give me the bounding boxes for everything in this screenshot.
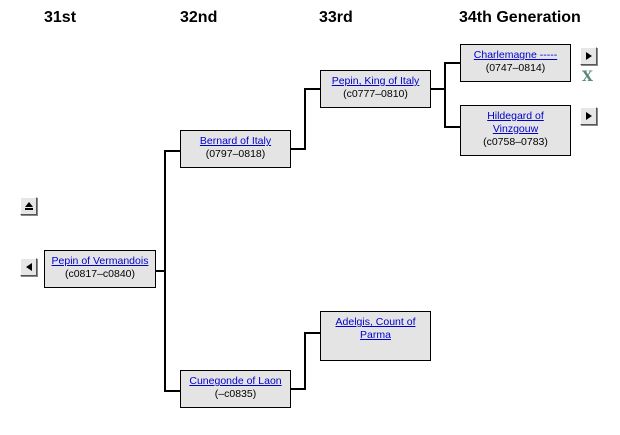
person-dates: (c0758–0783) (483, 136, 548, 148)
person-link-bernard-of-italy[interactable]: Bernard of Italy (199, 135, 272, 147)
connector-line (164, 150, 166, 392)
close-x-icon[interactable]: X (582, 69, 593, 85)
person-dates: (0797–0818) (205, 148, 266, 160)
person-box-bernard-of-italy: Bernard of Italy (0797–0818) (180, 130, 291, 168)
person-box-adelgis-count-of-parma: Adelgis, Count of Parma (320, 311, 431, 361)
connector-line (444, 62, 460, 64)
person-link-pepin-of-vermandois[interactable]: Pepin of Vermandois (51, 255, 149, 267)
person-dates: (0747–0814) (485, 62, 546, 74)
person-box-cunegonde-of-laon: Cunegonde of Laon (–c0835) (180, 370, 291, 408)
connector-line (164, 390, 180, 392)
person-link-pepin-king-of-italy[interactable]: Pepin, King of Italy (331, 75, 420, 87)
generation-32-header: 32nd (180, 9, 218, 26)
arrow-right-icon (586, 112, 592, 120)
eject-icon-bar (25, 208, 33, 210)
person-box-hildegard-of-vinzgouw: Hildegard of Vinzgouw (c0758–0783) (460, 105, 571, 156)
expand-hildegard-button[interactable] (580, 107, 597, 125)
person-dates: (–c0835) (214, 388, 257, 400)
person-dates: (c0817–c0840) (64, 268, 136, 280)
connector-line (304, 88, 320, 90)
person-link-charlemagne[interactable]: Charlemagne ----- (473, 49, 558, 61)
connector-line (164, 150, 180, 152)
connector-line (304, 332, 320, 334)
connector-line (290, 148, 306, 150)
person-dates: (c0777–0810) (343, 88, 408, 100)
connector-line (430, 88, 446, 90)
connector-line (304, 332, 306, 390)
person-box-pepin-king-of-italy: Pepin, King of Italy (c0777–0810) (320, 70, 431, 108)
connector-line (444, 62, 446, 128)
connector-line (290, 388, 306, 390)
navigate-back-button[interactable] (20, 258, 37, 276)
eject-icon (25, 202, 33, 207)
generation-33-header: 33rd (319, 9, 353, 26)
person-link-cunegonde-of-laon[interactable]: Cunegonde of Laon (189, 375, 282, 387)
person-link-hildegard-of-vinzgouw[interactable]: Hildegard of Vinzgouw (487, 110, 544, 135)
person-link-adelgis-count-of-parma[interactable]: Adelgis, Count of Parma (335, 316, 416, 341)
arrow-left-icon (26, 263, 32, 271)
person-box-pepin-of-vermandois: Pepin of Vermandois (c0817–c0840) (44, 250, 156, 288)
connector-line (304, 88, 306, 150)
navigate-up-button[interactable] (20, 197, 37, 215)
arrow-right-icon (586, 52, 592, 60)
person-box-charlemagne: Charlemagne ----- (0747–0814) (460, 44, 571, 82)
generation-31-header: 31st (44, 9, 77, 26)
connector-line (444, 126, 460, 128)
connector-line (155, 270, 165, 272)
generation-34-header: 34th Generation (459, 9, 581, 26)
expand-charlemagne-button[interactable] (580, 47, 597, 65)
